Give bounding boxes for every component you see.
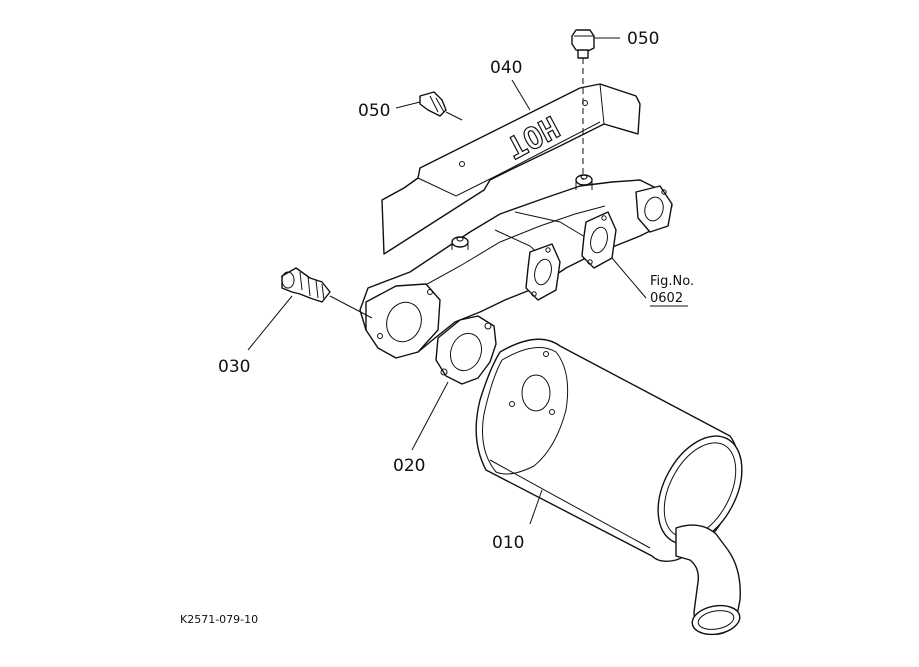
callout-050-top: 050 (627, 29, 659, 49)
leader-040 (511, 79, 531, 111)
callout-020: 020 (393, 456, 425, 476)
manifold-flange-2 (581, 211, 617, 269)
bolt-050-left (419, 91, 447, 117)
leader-010 (529, 489, 543, 525)
callout-010: 010 (492, 533, 524, 553)
fig-ref-number: 0602 (650, 291, 683, 306)
manifold-outlet-flange (365, 283, 441, 359)
manifold-boss-left (451, 236, 469, 250)
exhaust-manifold (359, 174, 673, 359)
leader-lines (247, 37, 647, 525)
stud-bolt-030 (281, 267, 331, 303)
manifold-boss-right (575, 174, 593, 190)
manifold-flange-1 (525, 243, 561, 301)
leader-050-left (395, 101, 421, 109)
leader-fig-ref (611, 257, 647, 299)
manifold-flange-3 (635, 185, 673, 233)
gasket-020 (435, 315, 497, 385)
leader-030 (247, 295, 293, 351)
drawing-number: K2571-079-10 (180, 613, 258, 626)
callout-030: 030 (218, 357, 250, 377)
leader-020 (411, 381, 449, 451)
callout-050-left: 050 (358, 101, 390, 121)
fig-ref-label: Fig.No. (650, 274, 694, 289)
bolt-alignment-line-030 (329, 295, 373, 319)
bolt-alignment-line-left (445, 111, 463, 121)
muffler-010 (475, 338, 743, 636)
bolt-050-top (571, 29, 595, 59)
callout-040: 040 (490, 58, 522, 78)
